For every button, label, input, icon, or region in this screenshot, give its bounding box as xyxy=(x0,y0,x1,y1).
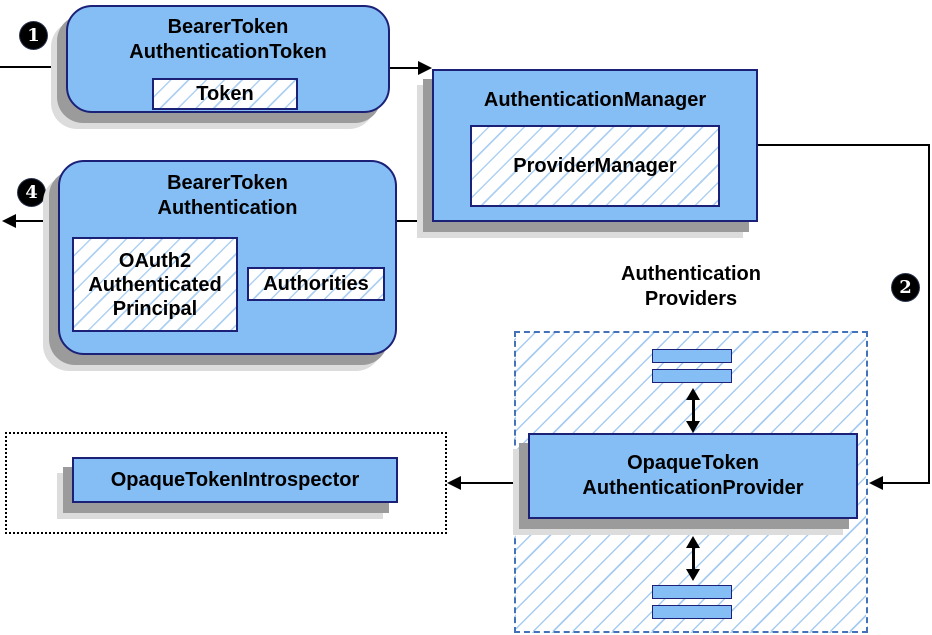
token-inner-box: Token xyxy=(152,78,298,110)
step-2-number: 2 xyxy=(899,277,912,298)
arrowhead-right-icon xyxy=(418,61,432,75)
step-2-marker: 2 xyxy=(892,274,919,301)
arrowhead-up-icon xyxy=(686,536,700,548)
step-1-number: 1 xyxy=(27,25,40,46)
arrowhead-left-outgoing-icon xyxy=(2,214,16,228)
opaque-token-authentication-provider-box: OpaqueToken AuthenticationProvider xyxy=(528,433,858,519)
arrowhead-left-into-providers-icon xyxy=(869,476,883,490)
principal-line-1: OAuth2 xyxy=(118,249,192,272)
authorities-label: Authorities xyxy=(263,273,369,295)
bearer-token-authentication-token-box: BearerToken AuthenticationToken Token xyxy=(66,5,390,113)
connector-manager-to-provider-bottom-line xyxy=(881,482,930,484)
connector-manager-to-authentication-line xyxy=(397,220,432,222)
connector-authentication-out-line xyxy=(12,220,58,222)
providers-label-line-2: Providers xyxy=(644,288,738,310)
opaque-token-authentication-provider-title: OpaqueToken AuthenticationProvider xyxy=(530,451,856,501)
connector-provider-to-introspector-line xyxy=(459,482,514,484)
arrowhead-down-icon xyxy=(686,569,700,581)
title-line-1: OpaqueToken xyxy=(627,452,759,474)
title-line-1: BearerToken xyxy=(167,172,288,194)
connector-manager-to-provider-top-line xyxy=(758,144,930,146)
bearer-token-authentication-box: BearerToken Authentication OAuth2 Authen… xyxy=(58,160,397,355)
token-label: Token xyxy=(196,83,254,105)
oauth2-authenticated-principal-box: OAuth2 Authenticated Principal xyxy=(72,237,238,332)
opaque-token-introspector-title: OpaqueTokenIntrospector xyxy=(110,469,360,491)
principal-line-2: Authenticated xyxy=(88,273,222,296)
provider-slot-bar xyxy=(652,369,732,383)
introspector-dotted-container: OpaqueTokenIntrospector xyxy=(5,432,447,534)
bearer-token-authentication-token-title: BearerToken AuthenticationToken xyxy=(68,15,388,65)
provider-slot-bar xyxy=(652,585,732,599)
opaque-token-introspector-box: OpaqueTokenIntrospector xyxy=(72,457,398,503)
provider-slot-bar xyxy=(652,349,732,363)
authentication-providers-label: Authentication Providers xyxy=(514,262,868,312)
authentication-providers-region: OpaqueToken AuthenticationProvider xyxy=(514,331,868,633)
step-4-number: 4 xyxy=(25,182,38,203)
title-line-2: AuthenticationProvider xyxy=(582,477,804,499)
arrowhead-down-icon xyxy=(686,421,700,433)
provider-manager-label: ProviderManager xyxy=(513,155,677,177)
authentication-manager-title: AuthenticationManager xyxy=(483,89,707,111)
title-line-2: Authentication xyxy=(157,197,298,219)
arrowhead-left-into-introspector-icon xyxy=(447,476,461,490)
arrow-shaft xyxy=(691,545,695,572)
connector-incoming-request-line xyxy=(0,66,66,68)
providers-label-line-1: Authentication xyxy=(621,263,761,285)
title-line-2: AuthenticationToken xyxy=(129,41,327,63)
arrow-shaft xyxy=(691,397,695,424)
arrowhead-up-icon xyxy=(686,388,700,400)
connector-manager-to-provider-vertical-line xyxy=(928,144,930,484)
step-1-marker: 1 xyxy=(20,22,47,49)
provider-manager-inner-box: ProviderManager xyxy=(470,125,720,207)
authentication-manager-box: AuthenticationManager ProviderManager xyxy=(432,69,758,222)
double-arrow-vertical-icon xyxy=(686,388,700,433)
step-4-marker: 4 xyxy=(18,179,45,206)
title-line-1: BearerToken xyxy=(167,16,289,38)
authorities-box: Authorities xyxy=(247,267,385,301)
bearer-token-authentication-title: BearerToken Authentication xyxy=(60,171,395,221)
principal-line-3: Principal xyxy=(112,297,198,320)
double-arrow-vertical-icon xyxy=(686,536,700,581)
connector-token-to-manager-line xyxy=(390,67,422,69)
provider-slot-bar xyxy=(652,605,732,619)
